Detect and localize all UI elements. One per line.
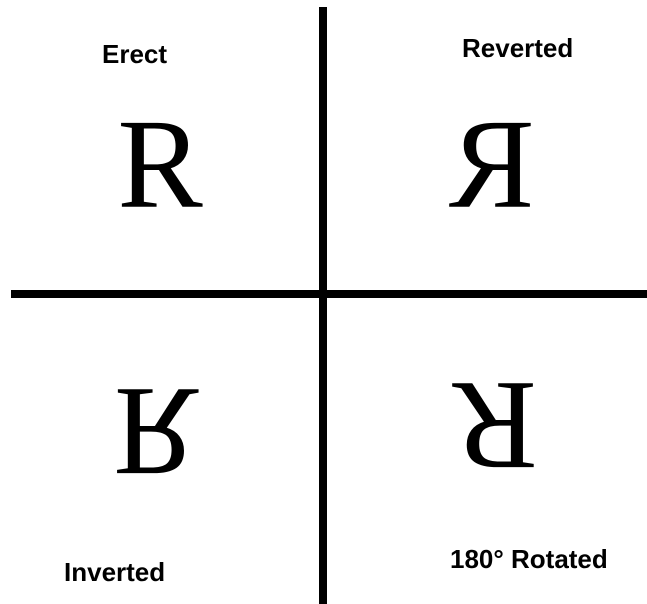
reverted-letter-glyph: R: [449, 93, 535, 235]
reverted-label: Reverted: [462, 33, 574, 63]
rotated-letter-glyph: R: [452, 355, 538, 497]
inverted-label: Inverted: [64, 557, 166, 587]
rotated-label: 180° Rotated: [450, 544, 608, 574]
erect-letter-glyph: R: [117, 93, 203, 235]
erect-letter: R: [105, 100, 215, 228]
inverted-letter: R: [101, 361, 211, 503]
rotated-letter: R: [440, 355, 550, 497]
inverted-letter-glyph: R: [113, 361, 199, 503]
horizontal-divider: [11, 290, 647, 298]
reverted-letter: R: [437, 93, 547, 235]
erect-label: Erect: [102, 39, 168, 69]
vertical-divider: [319, 7, 327, 604]
